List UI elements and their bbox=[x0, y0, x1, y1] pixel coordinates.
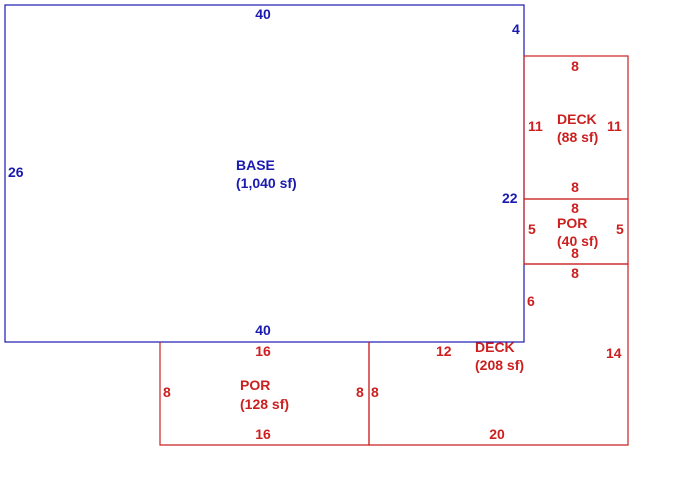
por-right-area: (40 sf) bbox=[557, 233, 598, 249]
por-lower-dim-bottom: 16 bbox=[255, 426, 271, 442]
deck-upper-dim-right: 11 bbox=[607, 118, 622, 134]
base-dim-top: 40 bbox=[255, 6, 271, 22]
deck-upper-name: DECK bbox=[557, 111, 597, 127]
base-name: BASE bbox=[236, 157, 275, 173]
base-dim-left: 26 bbox=[8, 164, 24, 180]
deck-upper-dim-bottom: 8 bbox=[571, 179, 579, 195]
deck-upper-dim-left: 11 bbox=[528, 118, 543, 134]
por-lower-area: (128 sf) bbox=[240, 396, 289, 412]
deck-lower-dim-left-upper: 6 bbox=[527, 293, 535, 309]
por-lower-outline bbox=[159, 342, 370, 446]
deck-lower-dim-left-lower: 8 bbox=[371, 384, 379, 400]
deck-upper-area: (88 sf) bbox=[557, 129, 598, 145]
deck-lower-area: (208 sf) bbox=[475, 357, 524, 373]
deck-lower-dim-top-left: 12 bbox=[436, 343, 452, 359]
deck-lower-dim-right: 14 bbox=[606, 345, 622, 361]
por-lower-dim-top: 16 bbox=[255, 343, 271, 359]
por-right-dim-bottom: 8 bbox=[571, 245, 579, 261]
por-right-dim-right: 5 bbox=[616, 221, 624, 237]
por-lower-name: POR bbox=[240, 377, 270, 393]
por-right-dim-top: 8 bbox=[571, 200, 579, 216]
deck-lower-dim-top-right: 8 bbox=[571, 265, 579, 281]
base-dim-bottom: 40 bbox=[255, 322, 271, 338]
deck-upper-dim-top: 8 bbox=[571, 58, 579, 74]
por-lower-dim-left: 8 bbox=[163, 384, 171, 400]
base-dim-right-upper: 4 bbox=[512, 21, 520, 37]
base-outline bbox=[4, 4, 525, 343]
base-dim-right-lower: 22 bbox=[502, 190, 518, 206]
por-right-dim-left: 5 bbox=[528, 221, 536, 237]
base-area: (1,040 sf) bbox=[236, 175, 297, 191]
deck-lower-name: DECK bbox=[475, 339, 515, 355]
por-lower-dim-right: 8 bbox=[356, 384, 364, 400]
por-right-name: POR bbox=[557, 215, 587, 231]
deck-lower-dim-bottom: 20 bbox=[489, 426, 505, 442]
